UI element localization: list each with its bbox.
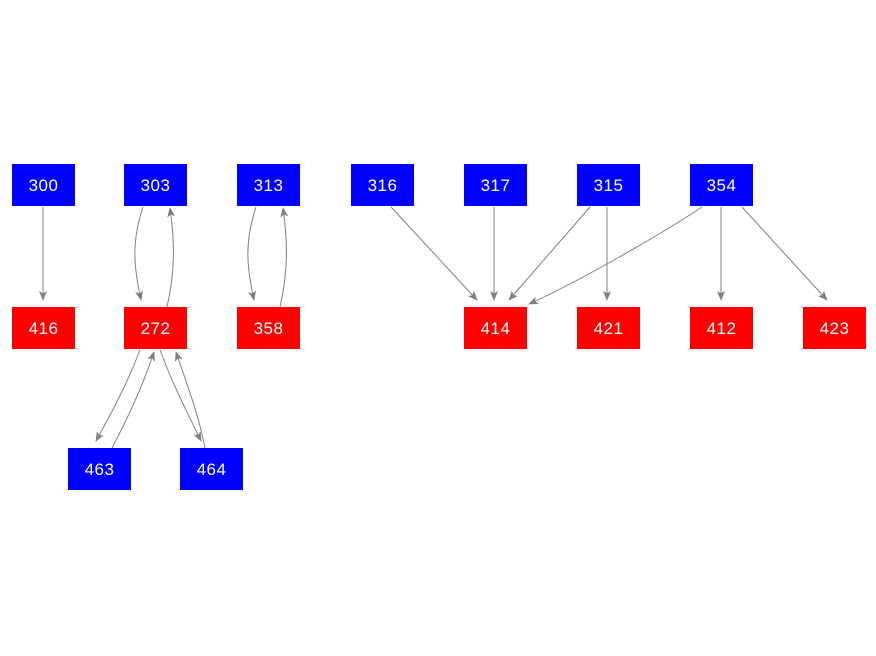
graph-node-label: 416 — [28, 318, 59, 338]
graph-node-label: 463 — [84, 459, 115, 479]
graph-node-label: 358 — [253, 318, 284, 338]
graph-edge-313-to-358 — [247, 206, 257, 301]
graph-node-313[interactable]: 313 — [237, 164, 300, 206]
graph-edge-463-to-272 — [111, 351, 155, 449]
graph-edge-272-to-464 — [159, 349, 202, 442]
graph-edge-315-to-414 — [508, 206, 591, 301]
graph-node-label: 272 — [140, 318, 171, 338]
graph-node-label: 464 — [196, 459, 227, 479]
graph-node-label: 412 — [706, 318, 737, 338]
graph-node-label: 303 — [140, 175, 171, 195]
graph-edge-358-to-313 — [279, 207, 289, 308]
graph-node-414[interactable]: 414 — [464, 307, 527, 349]
graph-node-317[interactable]: 317 — [464, 164, 527, 206]
graph-node-label: 316 — [367, 175, 398, 195]
graph-node-464[interactable]: 464 — [180, 448, 243, 490]
graph-node-label: 315 — [593, 175, 624, 195]
graph-node-label: 421 — [593, 318, 624, 338]
graph-edge-316-to-414 — [390, 206, 478, 301]
graph-edge-354-to-423 — [741, 206, 828, 301]
graph-node-421[interactable]: 421 — [577, 307, 640, 349]
graph-edge-272-to-463 — [95, 349, 141, 442]
graph-node-423[interactable]: 423 — [803, 307, 866, 349]
graph-node-label: 354 — [706, 175, 737, 195]
graph-node-label: 313 — [253, 175, 284, 195]
graph-edge-272-to-303 — [166, 207, 176, 308]
graph-node-label: 414 — [480, 318, 511, 338]
graph-node-272[interactable]: 272 — [124, 307, 187, 349]
graph-node-416[interactable]: 416 — [12, 307, 75, 349]
graph-edge-354-to-414 — [528, 206, 703, 305]
edges-group — [39, 206, 828, 449]
graph-node-303[interactable]: 303 — [124, 164, 187, 206]
graph-node-300[interactable]: 300 — [12, 164, 75, 206]
graph-node-358[interactable]: 358 — [237, 307, 300, 349]
graph-node-354[interactable]: 354 — [690, 164, 753, 206]
graph-node-label: 423 — [819, 318, 850, 338]
graph-node-315[interactable]: 315 — [577, 164, 640, 206]
graph-node-label: 317 — [480, 175, 511, 195]
graph-node-316[interactable]: 316 — [351, 164, 414, 206]
graph-edge-464-to-272 — [175, 351, 206, 449]
graph-node-463[interactable]: 463 — [68, 448, 131, 490]
graph-node-412[interactable]: 412 — [690, 307, 753, 349]
graph-node-label: 300 — [28, 175, 59, 195]
graph-edge-303-to-272 — [134, 206, 144, 301]
